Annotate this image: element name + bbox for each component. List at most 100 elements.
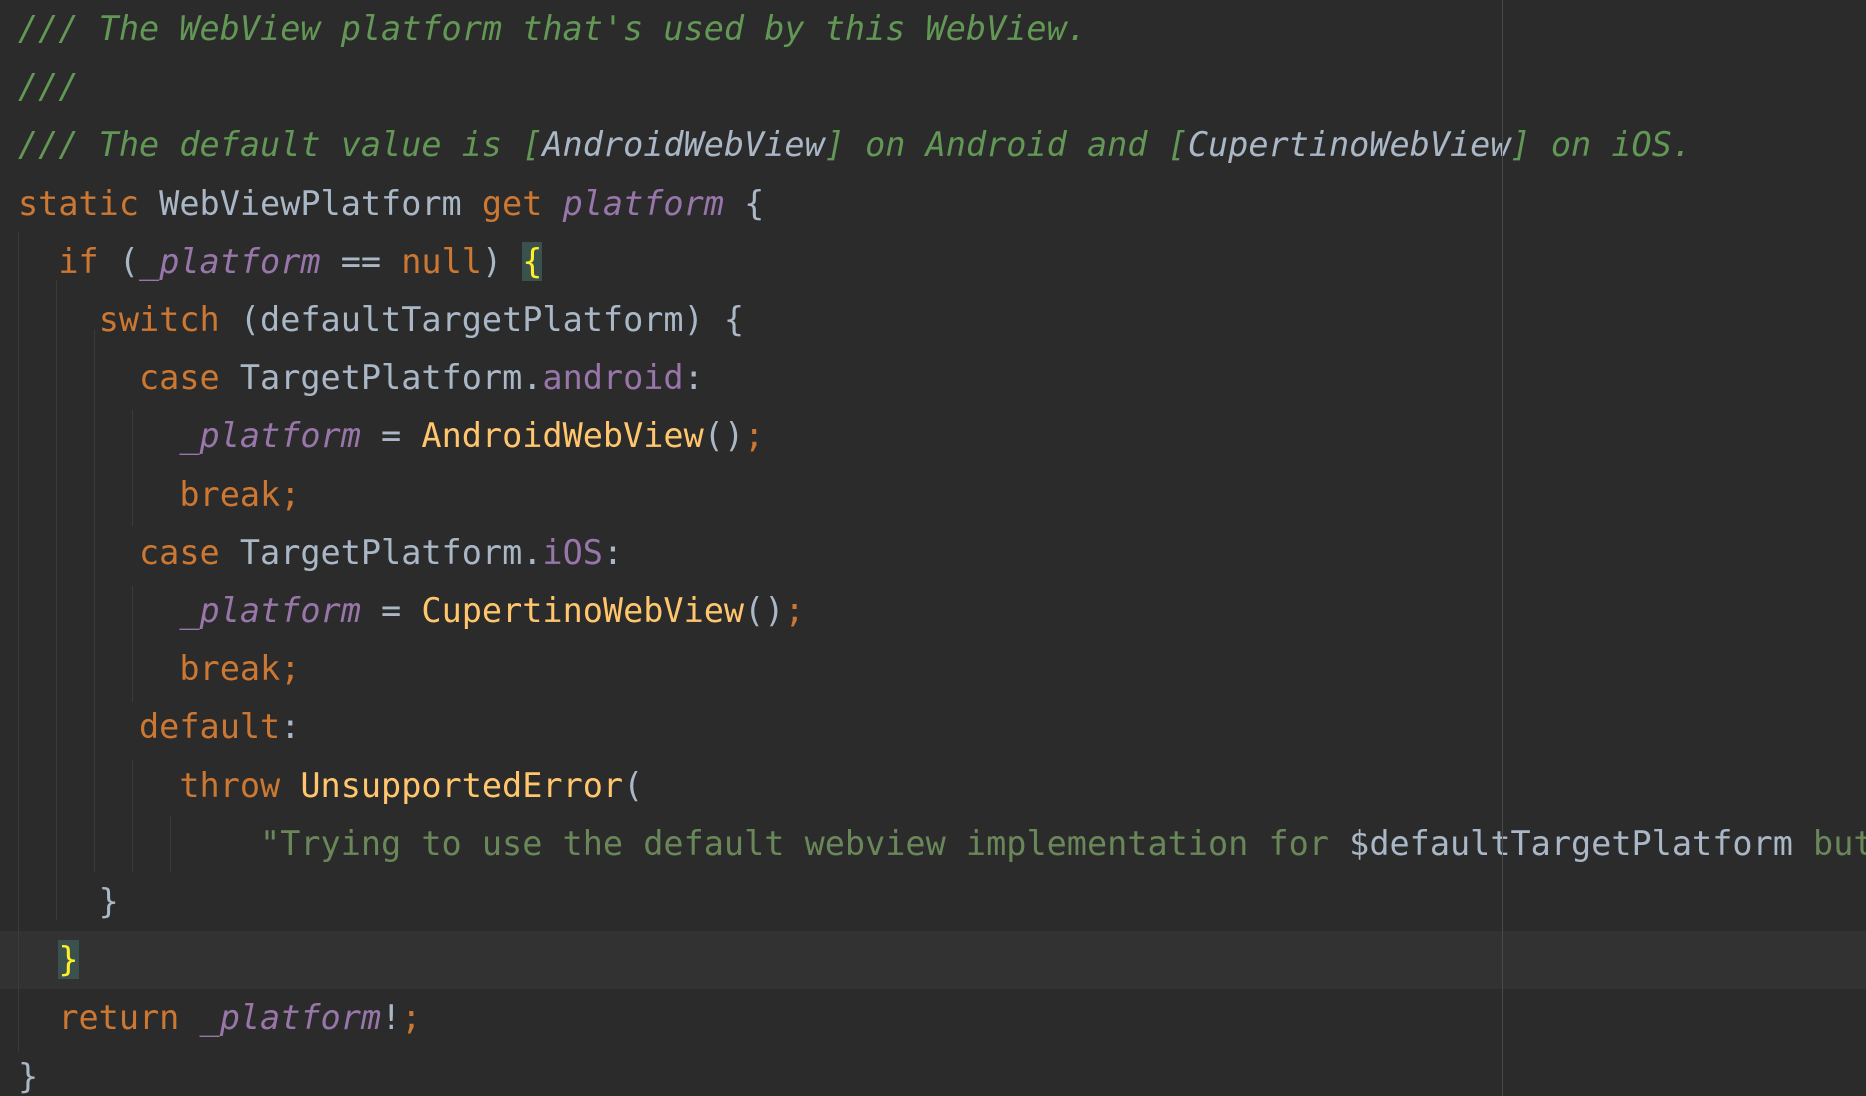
code-line-text[interactable]: _platform = AndroidWebView(); <box>18 407 764 465</box>
code-line-text[interactable]: case TargetPlatform.android: <box>18 349 704 407</box>
indent-guide <box>94 330 95 872</box>
code-token-plain <box>18 649 179 688</box>
code-token-plain: TargetPlatform. <box>219 358 543 398</box>
code-token-plain: } <box>18 882 119 921</box>
code-token-keyword: ; <box>784 591 805 630</box>
code-line[interactable]: throw UnsupportedError( <box>0 757 1866 815</box>
code-token-function: UnsupportedError <box>300 765 624 805</box>
code-token-plain: () <box>703 416 745 456</box>
code-line-text[interactable]: break; <box>18 466 300 524</box>
code-line-text[interactable]: break; <box>18 640 300 698</box>
code-token-plain <box>18 358 139 397</box>
code-token-plain: == <box>320 241 402 281</box>
code-token-plain: : <box>683 358 704 398</box>
code-line[interactable]: /// The default value is [AndroidWebView… <box>0 116 1866 174</box>
code-line[interactable]: break; <box>0 640 1866 698</box>
code-token-plain <box>18 300 99 339</box>
code-token-plain <box>18 416 179 455</box>
code-token-keyword: null <box>401 241 482 281</box>
code-line-text[interactable]: /// The WebView platform that's used by … <box>18 0 1087 58</box>
code-token-field: _platform <box>139 241 321 281</box>
code-token-plain: = <box>360 416 422 456</box>
code-token-plain <box>179 998 199 1037</box>
code-line-text[interactable]: default: <box>18 698 300 756</box>
code-line-text[interactable]: } <box>18 931 79 989</box>
code-token-plain: ! <box>381 998 402 1038</box>
code-token-plain: $defaultTargetPlatform <box>1349 823 1793 863</box>
code-line[interactable]: /// The WebView platform that's used by … <box>0 0 1866 58</box>
code-line-text[interactable]: "Trying to use the default webview imple… <box>18 815 1866 873</box>
code-line-text[interactable]: } <box>18 1048 38 1096</box>
code-token-plain <box>18 766 179 805</box>
code-token-plain <box>18 533 139 572</box>
code-line[interactable]: switch (defaultTargetPlatform) { <box>0 291 1866 349</box>
code-token-keyword: switch <box>98 300 220 339</box>
code-token-keyword: case <box>139 358 220 398</box>
indent-guide <box>56 280 57 920</box>
code-token-plain <box>18 824 260 863</box>
code-token-keyword: break; <box>179 649 301 689</box>
code-token-brace-hl: { <box>522 241 543 281</box>
code-line-text[interactable]: } <box>18 873 119 931</box>
code-line-text[interactable]: static WebViewPlatform get platform { <box>18 175 764 233</box>
code-line[interactable]: /// <box>0 58 1866 116</box>
code-line-text[interactable]: /// The default value is [AndroidWebView… <box>18 116 1692 174</box>
code-line[interactable]: break; <box>0 466 1866 524</box>
code-token-keyword: if <box>58 241 99 281</box>
code-line-text[interactable]: throw UnsupportedError( <box>18 757 643 815</box>
code-token-comment: ] on iOS. <box>1510 125 1693 165</box>
code-token-comment-ref: CupertinoWebView <box>1187 125 1511 165</box>
code-token-keyword: default <box>139 707 281 747</box>
code-line[interactable]: _platform = CupertinoWebView(); <box>0 582 1866 640</box>
code-token-plain <box>18 591 179 630</box>
indent-guide <box>170 816 171 872</box>
indent-guide <box>132 760 133 872</box>
code-token-field: _platform <box>179 591 361 630</box>
code-token-comment: /// The default value is [ <box>18 125 543 165</box>
code-line-text[interactable]: if (_platform == null) { <box>18 233 543 291</box>
code-token-plain <box>18 707 139 746</box>
code-line-text[interactable]: /// <box>18 58 79 116</box>
code-token-comment-ref: AndroidWebView <box>542 125 825 165</box>
code-token-plain: = <box>360 591 422 630</box>
code-line[interactable]: return _platform!; <box>0 989 1866 1047</box>
code-line[interactable]: case TargetPlatform.iOS: <box>0 524 1866 582</box>
code-token-plain: ( <box>623 765 644 805</box>
code-line[interactable]: "Trying to use the default webview imple… <box>0 815 1866 873</box>
code-token-plain: (defaultTargetPlatform) { <box>219 300 745 339</box>
code-line[interactable]: } <box>0 873 1866 931</box>
code-token-keyword: throw <box>179 765 281 805</box>
code-line[interactable]: } <box>0 1048 1866 1096</box>
code-token-plain: () <box>744 591 785 630</box>
code-token-plain <box>542 184 562 223</box>
code-line-text[interactable]: _platform = CupertinoWebView(); <box>18 582 805 640</box>
code-line[interactable]: default: <box>0 698 1866 756</box>
code-line-text[interactable]: return _platform!; <box>18 989 421 1047</box>
code-line[interactable]: if (_platform == null) { <box>0 233 1866 291</box>
code-token-plain: { <box>723 183 765 223</box>
code-line[interactable]: _platform = AndroidWebView(); <box>0 407 1866 465</box>
code-line-text[interactable]: case TargetPlatform.iOS: <box>18 524 623 582</box>
code-line[interactable]: case TargetPlatform.android: <box>0 349 1866 407</box>
code-token-plain: : <box>602 532 624 572</box>
code-token-keyword: static <box>18 183 140 223</box>
indent-guide <box>132 586 133 702</box>
code-line[interactable]: static WebViewPlatform get platform { <box>0 175 1866 233</box>
right-margin-guide <box>1502 0 1503 1096</box>
code-token-keyword: break; <box>179 474 301 514</box>
code-token-comment: /// The WebView platform that's used by … <box>18 9 1087 48</box>
code-token-plain: : <box>280 707 301 747</box>
code-token-plain: ( <box>98 241 140 281</box>
indent-guide <box>18 232 19 1052</box>
code-line[interactable]: } <box>0 931 1866 990</box>
code-token-property: iOS <box>542 532 603 572</box>
code-token-plain: TargetPlatform. <box>219 532 543 572</box>
code-token-plain <box>18 998 58 1037</box>
code-token-plain <box>280 766 300 805</box>
code-token-function: CupertinoWebView <box>421 591 745 630</box>
code-token-field: _platform <box>199 998 382 1038</box>
code-line-text[interactable]: switch (defaultTargetPlatform) { <box>18 291 744 349</box>
code-token-property: android <box>542 358 684 398</box>
code-token-field: _platform <box>179 416 361 456</box>
